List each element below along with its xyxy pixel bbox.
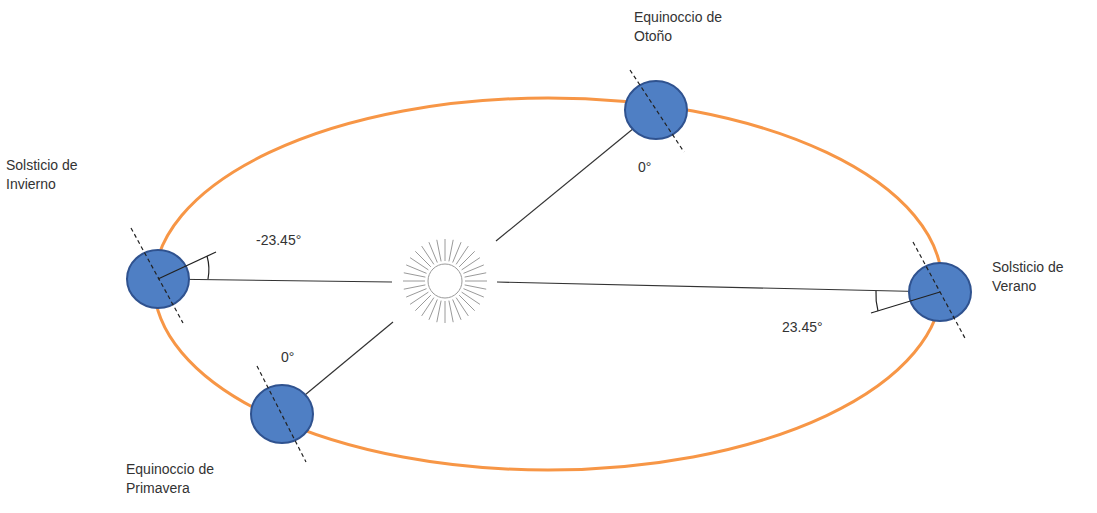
angle-label: 0°	[281, 348, 321, 367]
season-label-box: Equinoccio de Otoño	[634, 8, 744, 46]
sun-ray	[415, 295, 431, 311]
sun-ray	[459, 295, 475, 311]
sun-ray	[465, 281, 487, 282]
sun-ray	[437, 240, 441, 262]
angle-label-box: 0°	[281, 348, 321, 367]
sun-ray	[449, 301, 453, 323]
sun-ray	[462, 292, 480, 304]
angle-label: -23.45°	[256, 231, 326, 250]
sun-ray	[465, 285, 487, 289]
sun-ray	[406, 289, 426, 297]
sun-ray	[415, 251, 431, 267]
sun-earth-lines	[158, 110, 940, 414]
sun-ray	[422, 298, 434, 316]
angle-label: 0°	[638, 158, 678, 177]
sun-ray	[404, 285, 426, 289]
sun-ray	[403, 281, 425, 282]
angle-label-box: 23.45°	[782, 318, 852, 337]
orbit-ellipse	[154, 98, 942, 470]
season-label-box: Solsticio de Invierno	[6, 156, 106, 194]
sun-ray	[445, 301, 446, 323]
sun-rays	[403, 239, 487, 323]
sun-ray	[410, 258, 428, 270]
season-label: Solsticio de Verano	[992, 258, 1092, 296]
earth-axes	[131, 70, 966, 462]
sun-ray	[453, 299, 461, 319]
sun-ray	[437, 301, 441, 323]
earth-globes	[127, 81, 971, 443]
season-label-box: Equinoccio de Primavera	[126, 460, 238, 498]
sun-ray	[445, 239, 446, 261]
sun-ray	[465, 273, 487, 277]
angle-marks	[158, 252, 940, 313]
sun-ray	[456, 246, 468, 264]
angle-label-box: -23.45°	[256, 231, 326, 250]
season-label: Solsticio de Invierno	[6, 156, 106, 194]
sun-ray	[404, 273, 426, 277]
season-label: Equinoccio de Primavera	[126, 460, 238, 498]
angle-label-box: 0°	[638, 158, 678, 177]
season-label: Equinoccio de Otoño	[634, 8, 744, 46]
sun-ray	[459, 251, 475, 267]
sun-ray	[429, 242, 437, 262]
season-label-box: Solsticio de Verano	[992, 258, 1092, 296]
sun-ray	[449, 240, 453, 262]
sun-disc	[428, 264, 462, 298]
angle-label: 23.45°	[782, 318, 852, 337]
sun-ray	[463, 265, 483, 273]
